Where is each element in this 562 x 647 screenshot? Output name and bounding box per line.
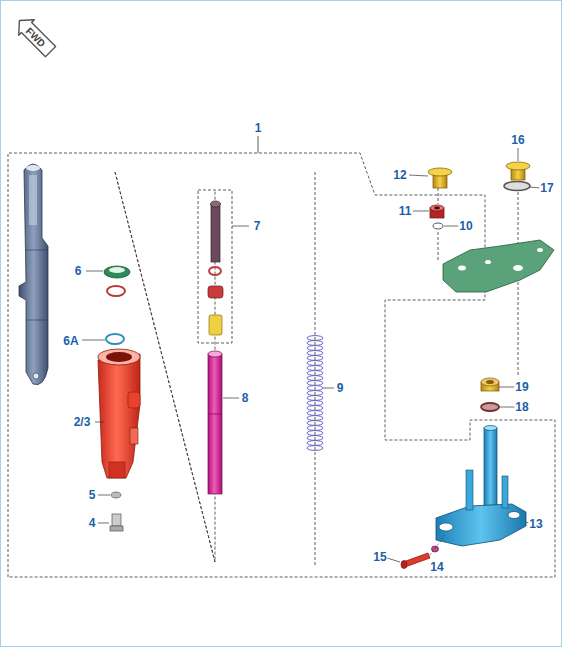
callout-number: 18 <box>514 400 529 414</box>
arrow-shape <box>12 13 59 60</box>
washer <box>111 492 121 498</box>
callout-number: 6 <box>74 264 83 278</box>
outer-tube <box>98 349 140 478</box>
callout-number: 13 <box>528 517 543 531</box>
kit-outline <box>198 190 232 343</box>
inner-tube <box>208 351 222 494</box>
steering-stem <box>436 426 526 547</box>
washer <box>504 182 530 191</box>
fork-leg <box>19 164 48 385</box>
callout-number: 6A <box>62 334 79 348</box>
drain-bolt <box>110 514 123 531</box>
leader-line <box>430 535 445 555</box>
washer <box>432 546 439 552</box>
callout-number: 10 <box>458 219 473 233</box>
callout-number: 16 <box>510 133 525 147</box>
callout-number: 1 <box>254 121 263 135</box>
callout-number: 2/3 <box>73 415 92 429</box>
callout-number: 14 <box>429 560 444 574</box>
flange-bolt <box>428 168 452 188</box>
damper-rod-kit <box>208 201 223 335</box>
o-ring <box>433 223 443 229</box>
seal-ring <box>106 334 124 344</box>
leader-line <box>258 136 259 153</box>
callout-number: 5 <box>88 488 97 502</box>
callout-number: 7 <box>253 219 262 233</box>
flange-bolt <box>506 162 530 180</box>
collar <box>430 205 444 218</box>
callout-number: 9 <box>336 381 345 395</box>
callout-number: 11 <box>398 204 413 218</box>
direction-arrow: FWD <box>10 11 59 60</box>
callout-number: 8 <box>241 391 250 405</box>
callout-number: 12 <box>392 168 407 182</box>
stem-nut <box>481 378 499 391</box>
group-outline <box>8 153 555 577</box>
callout-number: 17 <box>539 181 554 195</box>
pinch-bolt <box>401 553 430 569</box>
top-bridge <box>443 240 554 292</box>
leader-line <box>82 148 540 562</box>
callout-number: 15 <box>372 550 387 564</box>
callout-number: 4 <box>88 516 97 530</box>
oil-seal <box>104 266 130 296</box>
washer <box>481 403 499 411</box>
fork-spring <box>307 336 323 451</box>
callout-number: 19 <box>514 380 529 394</box>
